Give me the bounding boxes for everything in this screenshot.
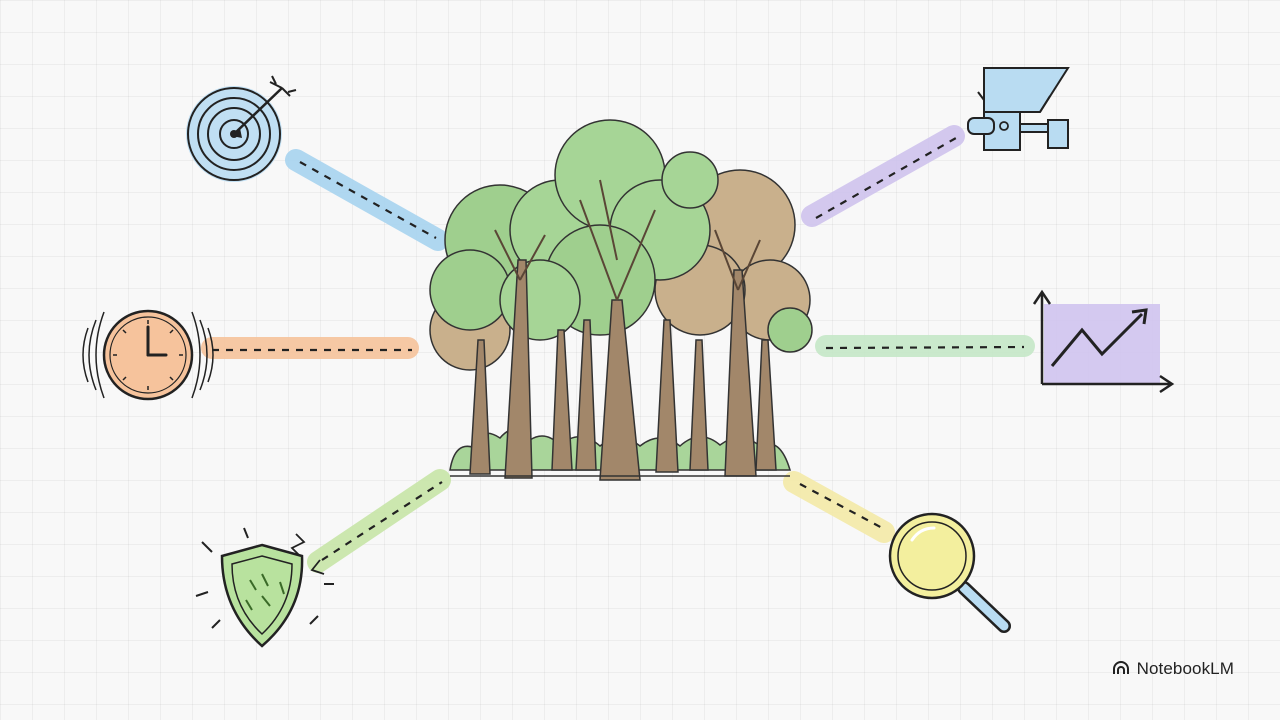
magnifying-glass-icon — [888, 512, 1011, 633]
connector-shield — [307, 469, 451, 573]
shield-icon — [195, 527, 334, 648]
connector-clock — [201, 337, 419, 359]
target-icon — [186, 75, 297, 182]
growth-chart-icon — [1032, 289, 1175, 394]
clock-icon — [82, 309, 214, 401]
connector-chart — [815, 335, 1035, 357]
connector-magnifier — [783, 471, 895, 543]
connector-camera — [801, 125, 965, 227]
connector-target — [285, 149, 449, 251]
security-camera-icon — [967, 67, 1070, 151]
brand-watermark: NotebookLM — [1111, 659, 1234, 679]
notebooklm-logo-icon — [1112, 661, 1129, 674]
forest-icon — [429, 119, 813, 481]
brand-name: NotebookLM — [1136, 659, 1234, 678]
